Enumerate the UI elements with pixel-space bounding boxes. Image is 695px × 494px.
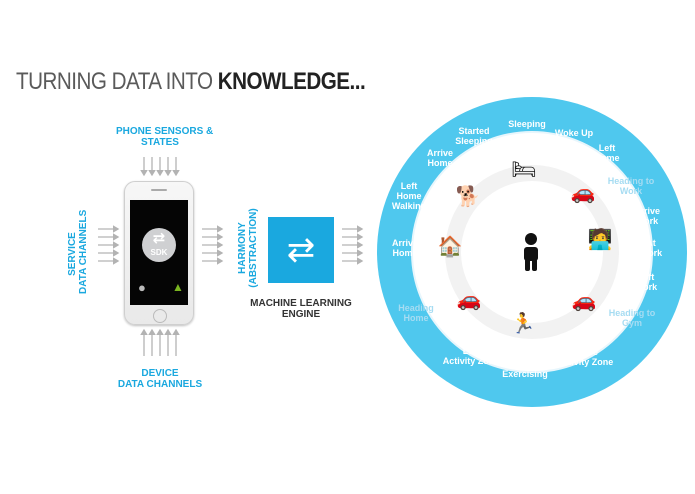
activity-ring [377,97,687,407]
smartphone: ⇄ SDK ● ▲ [124,181,194,325]
dog-walker-icon: 🐕 [455,186,481,208]
page-title: TURNING DATA INTO KNOWLEDGE... [16,68,366,95]
ring-label: Woke Up [554,128,594,138]
machine-learning-engine-box: ⇄ [268,217,334,283]
ring-label: Arrive Activity Zone [556,347,614,367]
machine-learning-engine-label: MACHINE LEARNING ENGINE [250,298,352,320]
ring-label: Arrive Home [426,148,454,168]
ring-label: Heading Home [398,303,434,323]
sdk-badge: ⇄ SDK [142,228,176,262]
phone-home-button [153,309,167,323]
person-icon [524,233,538,271]
car-icon: 🚗 [571,290,597,312]
swap-arrows-icon: ⇄ [152,230,166,247]
car-icon: 🚗 [456,289,482,311]
ring-label: Left Home [594,143,620,163]
phone-speaker [151,189,167,191]
phone-screen: ⇄ SDK ● ▲ [130,200,188,305]
arrows-right [202,225,224,265]
title-highlight: KNOWLEDGE... [217,68,366,95]
car-icon: 🚗 [570,182,596,204]
ring-label: Left Work [634,272,658,292]
ring-label: At Work [639,238,663,258]
phone-sensors-label: PHONE SENSORS & STATES [116,126,214,148]
runner-icon: 🏃 [510,313,536,335]
desk-worker-icon: 🧑‍💻 [587,229,613,251]
arrows-left [98,225,120,265]
ring-label: Arrive Work [633,206,661,226]
bed-icon: 🛏 [511,159,537,181]
device-data-channels-label: DEVICE DATA CHANNELS [117,368,203,390]
arrows-bottom [140,328,180,356]
ring-label: Arrive Home [391,238,419,258]
ring-label: Left Activity Zone [442,346,500,366]
ring-label: Sleeping [508,119,546,129]
arrows-engine-out [342,225,364,265]
ring-label: Left Home Walking [391,181,427,211]
ring-label: Heading to Gym [608,308,656,328]
ring-label: Exercising [502,369,548,379]
arrows-top [140,157,180,177]
ring-label: Heading to Work [607,176,655,196]
swap-arrows-icon: ⇄ [286,231,316,269]
android-icon: ▲ [172,280,184,294]
apple-icon: ● [138,280,146,295]
ring-label: Started Sleeping [455,126,493,146]
house-icon: 🏠 [437,236,463,258]
